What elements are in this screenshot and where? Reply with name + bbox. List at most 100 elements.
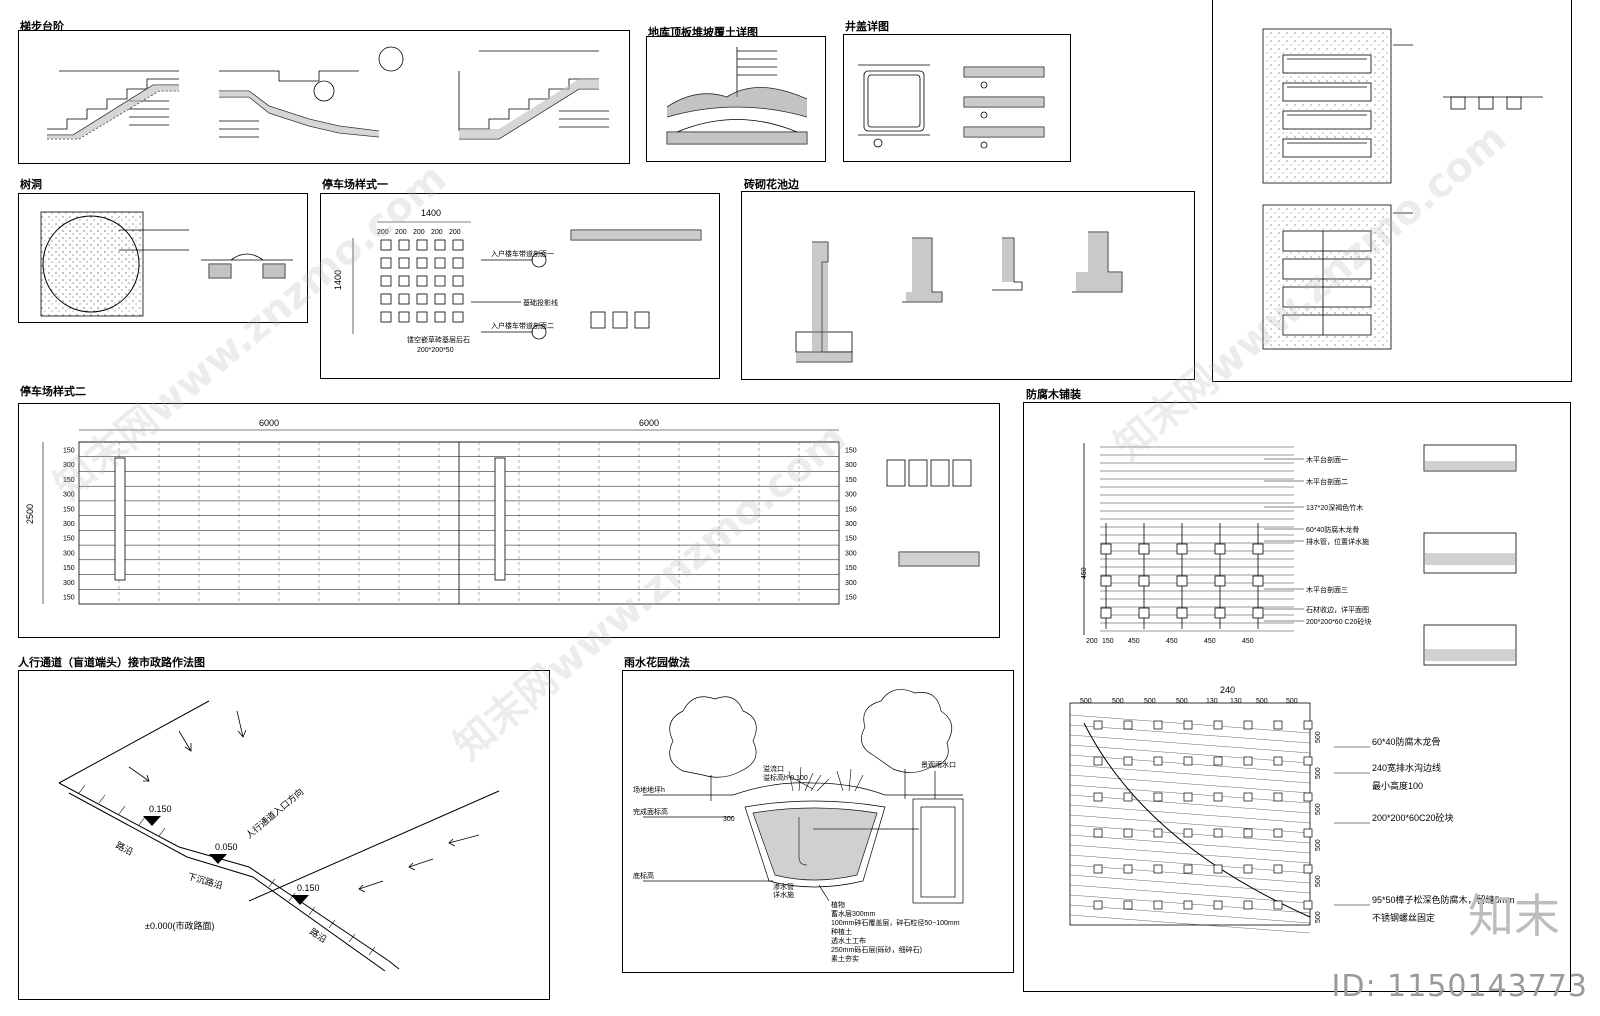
deck-dim: 150: [1102, 638, 1114, 645]
paver: [416, 257, 428, 269]
wood-deck-planks: [1100, 446, 1294, 632]
plan2-dim: 130: [1230, 698, 1242, 705]
paver: [434, 257, 446, 269]
rain-garden-drawing: 场地地坪h 完成面标高 300 底标高 溢流口 溢标高h-0.100 景观雨水口…: [633, 689, 964, 963]
plan2-block: [1093, 900, 1103, 910]
plan2-side-dim: 500: [1315, 875, 1322, 887]
plan2-block: [1303, 900, 1313, 910]
deck-side-dim: 450: [1081, 567, 1088, 579]
brick-bed-title: 砖砌花池边: [744, 179, 799, 191]
rain-overflow2: 溢标高h-0.100: [763, 773, 808, 782]
callout-label: 200*200*60 C20砼块: [1306, 617, 1371, 626]
row-dim: 300: [63, 580, 75, 587]
plan2-block: [1153, 756, 1163, 766]
manhole-drawing: [858, 64, 1045, 149]
concrete-block: [1252, 543, 1264, 555]
plan2-side-dim: 500: [1315, 803, 1322, 815]
row-dim: 300: [845, 492, 857, 499]
row-dim: 150: [63, 447, 75, 454]
paver: [434, 239, 446, 251]
paver: [398, 239, 410, 251]
plan2-block: [1243, 900, 1253, 910]
roof-soil-drawing: [666, 47, 808, 145]
concrete-block: [1252, 607, 1264, 619]
plan2-block: [1093, 720, 1103, 730]
plank-diagonal: [1069, 844, 1311, 864]
wood-deck-callouts: 木平台剖面一木平台剖面二137*20深褐色竹木60*40防腐木龙骨排水管，位置详…: [1264, 455, 1371, 626]
plan2-block: [1273, 756, 1283, 766]
paver: [452, 239, 464, 251]
plan2-note: 240宽排水沟边线: [1372, 762, 1441, 773]
plan2-block: [1183, 756, 1193, 766]
plan2-block: [1123, 828, 1133, 838]
concrete-block: [1138, 607, 1150, 619]
tree-pit-panel: [18, 193, 308, 323]
paver: [434, 311, 446, 323]
rain-label-ground: 场地地坪h: [633, 785, 665, 794]
plan2-block: [1153, 828, 1163, 838]
plan2-frame: [1069, 702, 1311, 926]
plank-diagonal: [1069, 814, 1311, 834]
parking1-label-base: 基础投影线: [523, 298, 558, 307]
rain-label-bottom: 底标高: [633, 871, 654, 880]
plank-diagonal: [1069, 864, 1311, 884]
drain-edge: [1083, 722, 1311, 918]
plank-diagonal: [1069, 904, 1311, 924]
rain-scenic-drain: 景观雨水口: [921, 760, 956, 769]
rain-layer-label: 植物: [831, 900, 845, 909]
paver: [452, 257, 464, 269]
paver: [398, 257, 410, 269]
plan2-block: [1213, 864, 1223, 874]
manhole-panel: [843, 34, 1071, 162]
plank-diagonal: [1069, 734, 1311, 754]
row-dim: 150: [63, 506, 75, 513]
paver: [416, 293, 428, 305]
plan2-block: [1123, 900, 1133, 910]
paver: [380, 257, 392, 269]
plan2-note: 不锈钢螺丝固定: [1372, 912, 1435, 923]
sidewalk-elev1: 0.150: [149, 804, 172, 814]
concrete-block: [1176, 575, 1188, 587]
paver-dim: 200: [413, 229, 425, 236]
callout-label: 排水管，位置详水施: [1306, 537, 1369, 546]
parking2-title: 停车场样式二: [20, 386, 86, 398]
paver-dim: 200: [449, 229, 461, 236]
paver: [416, 239, 428, 251]
plan2-dim: 500: [1144, 698, 1156, 705]
plan2-block: [1213, 756, 1223, 766]
plan2-block: [1303, 828, 1313, 838]
row-dim: 150: [845, 506, 857, 513]
concrete-block: [1214, 575, 1226, 587]
plan2-block: [1123, 792, 1133, 802]
row-dim: 300: [63, 550, 75, 557]
plan2-block: [1303, 756, 1313, 766]
plan2-dim: 130: [1206, 698, 1218, 705]
plan2-note: 95*50樟子松深色防腐木，留缝5mm: [1372, 894, 1515, 905]
concrete-block: [1138, 543, 1150, 555]
plank-diagonal: [1069, 854, 1311, 874]
deck-dim: 200: [1086, 638, 1098, 645]
row-dim: 150: [63, 565, 75, 572]
brand-logo: 知末: [1468, 889, 1560, 943]
rain-layer-label: 100mm碎石覆盖层，碎石粒径50~100mm: [831, 918, 960, 927]
plan2-block: [1153, 792, 1163, 802]
plan2-dim: 500: [1176, 698, 1188, 705]
plan2-side-dim: 500: [1315, 767, 1322, 779]
plan2-dim: 500: [1256, 698, 1268, 705]
concrete-block: [1214, 607, 1226, 619]
plan2-side-dim: 500: [1315, 839, 1322, 851]
plan2-block: [1243, 828, 1253, 838]
plan2-dim: 500: [1286, 698, 1298, 705]
parking1-label-section2: 入户楼车带道剖面二: [491, 321, 554, 330]
parking1-label-stone: 镂空嵌草砖基层后石: [407, 335, 470, 344]
plan2-note: 200*200*60C20砼块: [1372, 812, 1454, 823]
plan2-block: [1213, 792, 1223, 802]
wood-deck-title: 防腐木铺装: [1026, 389, 1081, 401]
deck-dim: 450: [1128, 638, 1140, 645]
callout-label: 石材收边，详平面图: [1306, 605, 1369, 614]
paver: [416, 275, 428, 287]
